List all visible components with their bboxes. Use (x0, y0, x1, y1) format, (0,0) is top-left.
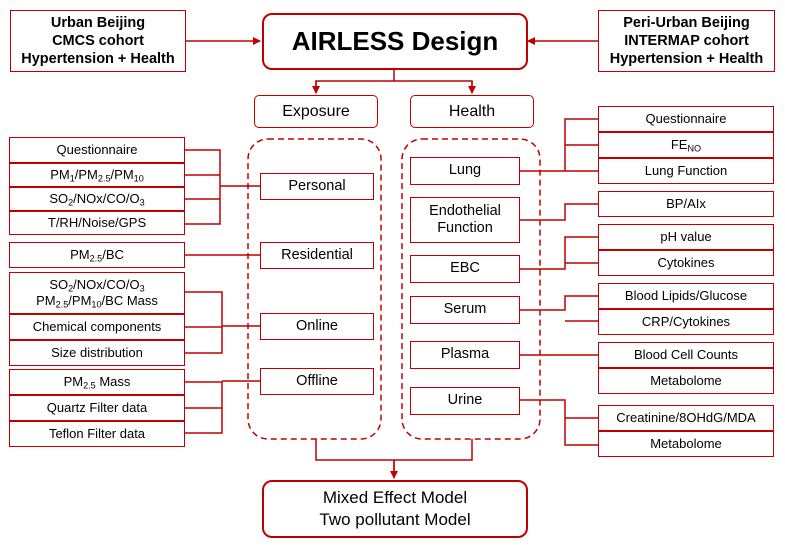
endothelial-label-line2: Function (437, 220, 493, 236)
exposure-label: Exposure (282, 102, 350, 120)
offline-quartz-text: Quartz Filter data (46, 400, 148, 416)
crp-cytokines-text: CRP/Cytokines (641, 314, 731, 330)
diagram-title: AIRLESS Design (262, 13, 528, 70)
feno-text: FENO (670, 137, 702, 154)
ebc-cytokines-box: Cytokines (598, 250, 774, 276)
offline-label: Offline (296, 372, 338, 389)
ph-value-text: pH value (660, 229, 712, 245)
personal-gases-text: SO2/NOx/CO/O3 (49, 191, 145, 208)
health-box: Health (410, 95, 534, 128)
periurban-cohort-line1: Peri-Urban Beijing (623, 14, 750, 31)
ebc-box: EBC (410, 255, 520, 283)
residential-label: Residential (281, 246, 353, 263)
personal-bracket (185, 149, 260, 225)
lung-label: Lung (448, 162, 482, 179)
serum-box: Serum (410, 296, 520, 324)
periurban-cohort-box: Peri-Urban Beijing INTERMAP cohort Hyper… (598, 10, 775, 72)
ebc-cytokines-text: Cytokines (657, 255, 715, 271)
plasma-metabolome-text: Metabolome (650, 373, 722, 389)
urine-metabolome-box: Metabolome (598, 431, 774, 457)
blood-lipids-box: Blood Lipids/Glucose (598, 283, 774, 309)
crp-cytokines-box: CRP/Cytokines (598, 309, 774, 335)
online-chemical-text: Chemical components (32, 319, 162, 335)
online-bracket (185, 291, 260, 354)
urban-cohort-box: Urban Beijing CMCS cohort Hypertension +… (10, 10, 186, 72)
feno-box: FENO (598, 132, 774, 158)
personal-trh-text: T/RH/Noise/GPS (47, 215, 147, 231)
personal-trh-box: T/RH/Noise/GPS (9, 211, 185, 235)
model-box: Mixed Effect Model Two pollutant Model (262, 480, 528, 538)
personal-questionnaire-text: Questionnaire (56, 142, 138, 158)
personal-box: Personal (260, 173, 374, 200)
creatinine-box: Creatinine/8OHdG/MDA (598, 405, 774, 431)
blood-cell-counts-text: Blood Cell Counts (633, 347, 739, 363)
blood-lipids-text: Blood Lipids/Glucose (624, 288, 748, 304)
online-label: Online (296, 317, 338, 334)
urine-box: Urine (410, 387, 520, 415)
personal-gases-box: SO2/NOx/CO/O3 (9, 187, 185, 211)
urine-bracket (520, 399, 598, 446)
creatinine-text: Creatinine/8OHdG/MDA (616, 410, 756, 426)
exposure-box: Exposure (254, 95, 378, 128)
urban-cohort-line2: CMCS cohort (52, 32, 144, 49)
personal-label: Personal (288, 177, 346, 194)
residential-box: Residential (260, 242, 374, 269)
periurban-cohort-line3: Hypertension + Health (609, 51, 764, 68)
bp-aix-text: BP/AIx (666, 196, 706, 212)
merge-line (315, 439, 473, 474)
health-label: Health (448, 102, 496, 120)
blood-cell-counts-box: Blood Cell Counts (598, 342, 774, 368)
online-box: Online (260, 313, 374, 340)
lung-questionnaire-text: Questionnaire (645, 111, 727, 127)
ebc-bracket (520, 236, 598, 270)
urine-label: Urine (447, 392, 483, 409)
ebc-label: EBC (450, 260, 480, 277)
ph-value-box: pH value (598, 224, 774, 250)
endothelial-box: Endothelial Function (410, 197, 520, 243)
residential-pmbc-box: PM2.5/BC (9, 242, 185, 268)
lung-function-text: Lung Function (644, 163, 728, 179)
model-line1: Mixed Effect Model (322, 487, 468, 507)
offline-bracket (185, 380, 260, 434)
plasma-label: Plasma (440, 346, 490, 363)
serum-label: Serum (443, 301, 487, 318)
offline-teflon-box: Teflon Filter data (9, 421, 185, 447)
lung-box: Lung (410, 157, 520, 185)
plasma-box: Plasma (410, 341, 520, 369)
online-chemical-box: Chemical components (9, 314, 185, 340)
online-size-box: Size distribution (9, 340, 185, 366)
offline-box: Offline (260, 368, 374, 395)
model-line2: Two pollutant Model (319, 510, 471, 529)
title-text: AIRLESS Design (291, 25, 499, 56)
periurban-cohort-line2: INTERMAP cohort (624, 32, 749, 49)
personal-pm-box: PM1/PM2.5/PM10 (9, 163, 185, 187)
personal-pm-text: PM1/PM2.5/PM10 (50, 167, 144, 184)
endothelial-label-line1: Endothelial (429, 202, 501, 219)
bp-aix-box: BP/AIx (598, 191, 774, 217)
online-gases-mass-box: SO2/NOx/CO/O3 PM2.5/PM10/BC Mass (9, 272, 185, 314)
urban-cohort-line1: Urban Beijing (50, 14, 146, 31)
online-size-text: Size distribution (51, 345, 143, 361)
online-gases-text: SO2/NOx/CO/O3 (49, 277, 145, 294)
serum-bracket (520, 295, 598, 322)
urine-metabolome-text: Metabolome (650, 436, 722, 452)
personal-questionnaire-box: Questionnaire (9, 137, 185, 163)
lung-questionnaire-box: Questionnaire (598, 106, 774, 132)
online-mass-text: PM2.5/PM10/BC Mass (36, 293, 158, 310)
plasma-metabolome-box: Metabolome (598, 368, 774, 394)
lung-function-box: Lung Function (598, 158, 774, 184)
offline-teflon-text: Teflon Filter data (48, 426, 146, 442)
endothelial-connector (520, 203, 598, 221)
offline-quartz-box: Quartz Filter data (9, 395, 185, 421)
urban-cohort-line3: Hypertension + Health (21, 51, 175, 68)
offline-pm-mass-box: PM2.5 Mass (9, 369, 185, 395)
residential-pmbc-text: PM2.5/BC (70, 247, 124, 264)
title-split-line (315, 70, 473, 92)
offline-pm-mass-text: PM2.5 Mass (63, 374, 131, 391)
